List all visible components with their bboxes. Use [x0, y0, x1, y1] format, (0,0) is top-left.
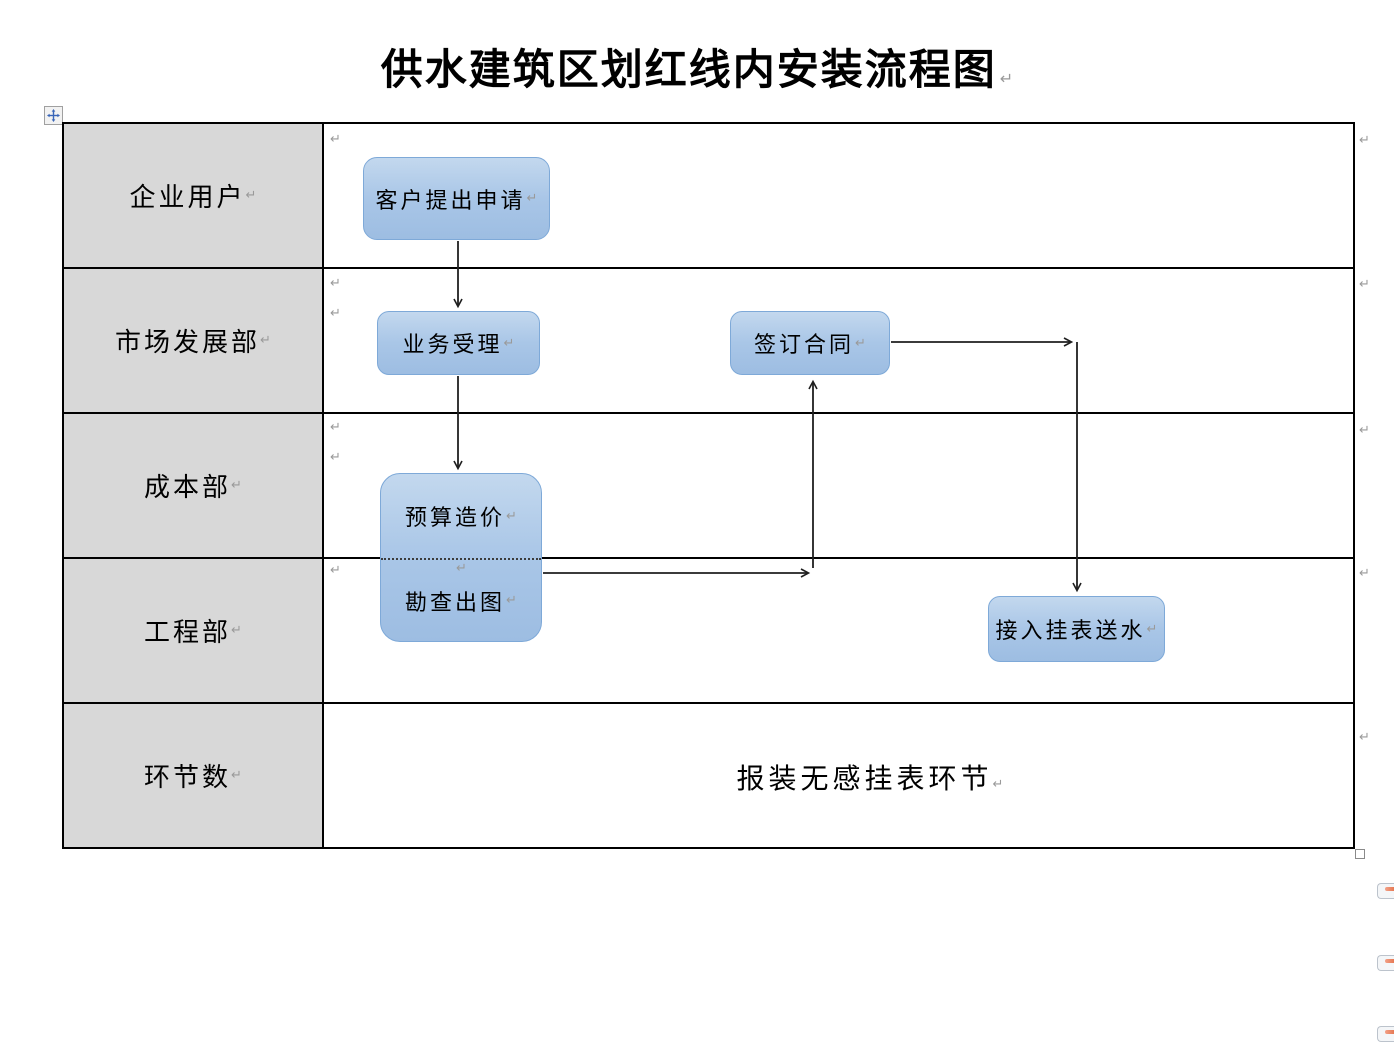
swimlane-table: 企业用户↵ 市场发展部↵ 成本部↵ 工程部↵ 环节数↵ [62, 122, 1355, 849]
paragraph-mark: ↵ [330, 450, 341, 465]
lane-label-step-count: 环节数↵ [64, 704, 324, 847]
page-title-text: 供水建筑区划红线内安装流程图 [380, 48, 997, 94]
dotted-lane-divider [381, 558, 541, 560]
paragraph-mark: ↵ [992, 777, 1004, 792]
paragraph-mark: ↵ [231, 623, 242, 638]
margin-icon-accent [1385, 887, 1394, 891]
page-title: 供水建筑区划红线内安装流程图↵ [0, 36, 1394, 97]
budget-section: 预算造价↵ [381, 474, 541, 558]
margin-clipped-icon [1377, 883, 1394, 899]
paragraph-mark: ↵ [999, 69, 1014, 88]
paragraph-mark: ↵ [330, 306, 341, 321]
lane-row-enterprise-user: 企业用户↵ [64, 124, 1353, 269]
node-label: 业务受理 [402, 332, 503, 357]
paragraph-mark: ↵ [526, 191, 538, 206]
paragraph-mark: ↵ [330, 563, 341, 578]
flow-node-connect-meter-water: 接入挂表送水↵ [988, 596, 1165, 662]
node-label: 接入挂表送水 [995, 618, 1146, 643]
margin-icon-accent [1385, 1030, 1394, 1034]
table-resize-handle[interactable] [1355, 849, 1365, 859]
step-count-text: 报装无感挂表环节 [736, 764, 993, 795]
flow-node-business-acceptance: 业务受理↵ [377, 311, 540, 375]
paragraph-mark: ↵ [1359, 133, 1370, 148]
lane-label-text: 市场发展部 [115, 328, 261, 357]
lane-label-text: 企业用户 [129, 183, 246, 212]
paragraph-mark: ↵ [1359, 423, 1370, 438]
paragraph-mark: ↵ [231, 478, 242, 493]
paragraph-mark: ↵ [330, 420, 341, 435]
table-move-handle[interactable] [44, 106, 63, 125]
paragraph-mark: ↵ [506, 508, 517, 524]
paragraph-mark: ↵ [1359, 277, 1370, 292]
flow-node-customer-application: 客户提出申请↵ [363, 157, 550, 240]
lane-row-market-dev: 市场发展部↵ [64, 269, 1353, 414]
lane-label-text: 环节数 [144, 763, 232, 792]
lane-row-step-count: 环节数↵ [64, 704, 1353, 847]
paragraph-mark: ↵ [330, 276, 341, 291]
lane-label-text: 成本部 [144, 473, 232, 502]
lane-label-text: 工程部 [144, 618, 232, 647]
lane-label-engineering-dept: 工程部↵ [64, 559, 324, 702]
lane-row-cost-dept: 成本部↵ [64, 414, 1353, 559]
margin-icon-accent [1385, 959, 1394, 963]
node-label: 客户提出申请 [375, 187, 526, 213]
paragraph-mark: ↵ [260, 333, 271, 348]
paragraph-mark: ↵ [231, 768, 242, 783]
lane-label-market-dev: 市场发展部↵ [64, 269, 324, 412]
paragraph-mark: ↵ [1146, 621, 1158, 637]
lane-label-enterprise-user: 企业用户↵ [64, 124, 324, 267]
node-label: 预算造价 [405, 505, 506, 530]
margin-clipped-icon [1377, 1026, 1394, 1042]
node-label: 签订合同 [754, 332, 855, 357]
paragraph-mark: ↵ [503, 335, 515, 351]
paragraph-mark: ↵ [245, 188, 257, 203]
lane-row-engineering-dept: 工程部↵ [64, 559, 1353, 704]
lane-label-cost-dept: 成本部↵ [64, 414, 324, 557]
paragraph-mark: ↵ [1359, 730, 1370, 745]
step-count-note: 报装无感挂表环节↵ [700, 757, 1040, 797]
paragraph-mark: ↵ [506, 593, 517, 608]
survey-section: 勘查出图↵ [381, 560, 541, 641]
paragraph-mark: ↵ [1359, 566, 1370, 581]
paragraph-mark: ↵ [330, 132, 341, 147]
margin-clipped-icon [1377, 955, 1394, 971]
flow-node-sign-contract: 签订合同↵ [730, 311, 890, 375]
move-cross-icon [47, 109, 60, 122]
node-label: 勘查出图 [405, 589, 506, 615]
paragraph-mark: ↵ [855, 335, 866, 351]
flow-node-budget-and-survey: 预算造价↵ ↵ 勘查出图↵ [380, 473, 542, 642]
